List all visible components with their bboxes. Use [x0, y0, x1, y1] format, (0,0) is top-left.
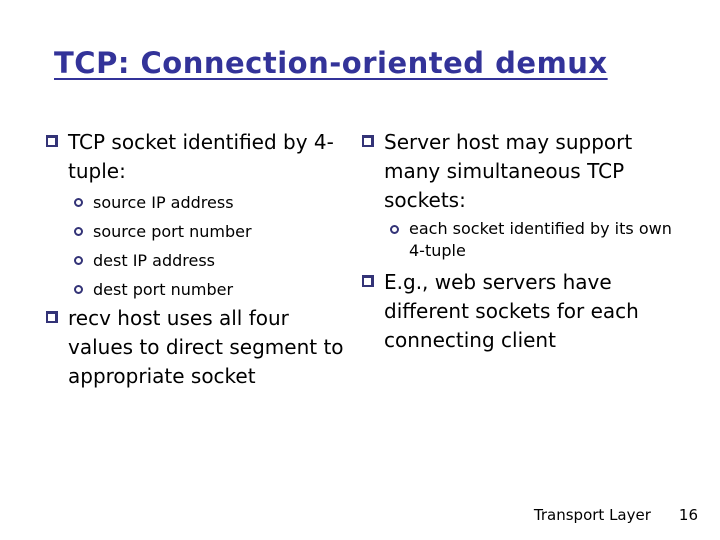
- sub-text: each socket identified by its own 4-tupl…: [409, 219, 672, 260]
- sub-item: each socket identified by its own 4-tupl…: [390, 218, 692, 262]
- bullet-text: TCP socket identified by 4-tuple:: [68, 130, 334, 183]
- circle-bullet-icon: [74, 285, 83, 294]
- circle-bullet-icon: [74, 256, 83, 265]
- sub-text: source port number: [93, 222, 252, 241]
- left-column: TCP socket identified by 4-tuple: source…: [46, 128, 348, 393]
- circle-bullet-icon: [74, 227, 83, 236]
- bullet-item: E.g., web servers have different sockets…: [362, 268, 692, 355]
- square-bullet-icon: [46, 311, 58, 323]
- bullet-text: E.g., web servers have different sockets…: [384, 270, 639, 352]
- square-bullet-icon: [362, 275, 374, 287]
- circle-bullet-icon: [74, 198, 83, 207]
- sub-bullet-list: source IP address source port number des…: [46, 188, 348, 304]
- page-number: 16: [678, 506, 698, 524]
- sub-item: source port number: [74, 217, 348, 246]
- right-column: Server host may support many simultaneou…: [362, 128, 692, 357]
- sub-item: dest port number: [74, 275, 348, 304]
- circle-bullet-icon: [390, 225, 399, 234]
- footer-section-label: Transport Layer: [533, 506, 651, 524]
- bullet-text: recv host uses all four values to direct…: [68, 306, 344, 388]
- slide-title: TCP: Connection-oriented demux: [54, 46, 608, 80]
- sub-item: dest IP address: [74, 246, 348, 275]
- slide-footer: Transport Layer 16: [534, 506, 698, 524]
- sub-item: source IP address: [74, 188, 348, 217]
- square-bullet-icon: [46, 135, 58, 147]
- sub-text: source IP address: [93, 193, 234, 212]
- bullet-item: recv host uses all four values to direct…: [46, 304, 348, 391]
- sub-text: dest IP address: [93, 251, 216, 270]
- bullet-item: TCP socket identified by 4-tuple:: [46, 128, 348, 186]
- bullet-text: Server host may support many simultaneou…: [384, 130, 633, 212]
- sub-text: dest port number: [93, 280, 234, 299]
- square-bullet-icon: [362, 135, 374, 147]
- bullet-item: Server host may support many simultaneou…: [362, 128, 692, 215]
